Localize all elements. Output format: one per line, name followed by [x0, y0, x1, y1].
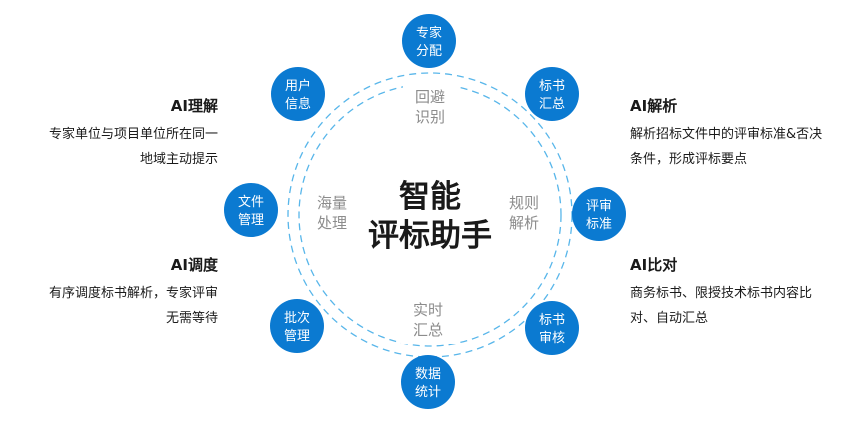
node-bid-audit[interactable]: 标书 审核 [525, 301, 579, 355]
block-desc-line: 无需等待 [165, 311, 218, 326]
svg-text:批次: 批次 [284, 310, 310, 326]
node-batch-management[interactable]: 批次 管理 [270, 299, 324, 353]
svg-text:处理: 处理 [317, 214, 347, 232]
block-title: AI调度 [170, 256, 218, 274]
block-ai-scheduling: AI调度 有序调度标书解析，专家评审 无需等待 [0, 255, 218, 331]
svg-text:标书: 标书 [539, 79, 565, 94]
block-title: AI比对 [630, 256, 678, 274]
svg-text:专家: 专家 [416, 25, 442, 41]
block-desc-line: 条件，形成评标要点 [630, 152, 748, 167]
svg-text:解析: 解析 [509, 214, 539, 232]
ring-label-avoidance: 回避 识别 [415, 88, 445, 126]
svg-text:实时: 实时 [413, 301, 443, 319]
block-desc-line: 对、自动汇总 [630, 311, 709, 326]
block-title: AI理解 [170, 97, 218, 115]
svg-text:识别: 识别 [415, 108, 445, 126]
svg-text:回避: 回避 [415, 88, 445, 106]
svg-text:规则: 规则 [509, 194, 539, 212]
svg-text:信息: 信息 [285, 96, 311, 112]
node-file-management[interactable]: 文件 管理 [224, 183, 278, 237]
block-desc-line: 地域主动提示 [139, 152, 218, 167]
svg-text:管理: 管理 [238, 213, 264, 228]
svg-text:数据: 数据 [415, 367, 441, 382]
svg-text:文件: 文件 [238, 195, 264, 210]
svg-text:用户: 用户 [285, 78, 311, 94]
svg-text:统计: 统计 [415, 385, 441, 400]
node-user-info[interactable]: 用户 信息 [271, 67, 325, 121]
svg-text:汇总: 汇总 [413, 321, 443, 339]
svg-text:审核: 审核 [539, 331, 565, 346]
svg-text:评审: 评审 [586, 199, 612, 214]
block-desc-line: 专家单位与项目单位所在同一 [48, 127, 218, 142]
node-review-standard[interactable]: 评审 标准 [572, 187, 626, 241]
block-desc-line: 解析招标文件中的评审标准&否决 [630, 127, 823, 142]
block-desc-line: 有序调度标书解析，专家评审 [48, 286, 218, 301]
svg-text:智能: 智能 [399, 179, 461, 215]
ring-label-mass-processing: 海量 处理 [317, 194, 347, 232]
block-ai-parsing: AI解析 解析招标文件中的评审标准&否决 条件，形成评标要点 [630, 96, 862, 172]
node-data-statistics[interactable]: 数据 统计 [401, 355, 455, 409]
svg-text:海量: 海量 [317, 194, 347, 212]
svg-text:管理: 管理 [284, 329, 310, 344]
svg-text:分配: 分配 [416, 44, 442, 59]
ring-label-realtime-summary: 实时 汇总 [413, 301, 443, 339]
block-desc-line: 商务标书、限授技术标书内容比 [630, 286, 813, 301]
svg-text:标书: 标书 [539, 313, 565, 328]
ring-label-rule-parse: 规则 解析 [509, 194, 539, 232]
center-title: 智能 评标助手 [368, 179, 492, 254]
node-bid-summary[interactable]: 标书 汇总 [525, 67, 579, 121]
block-ai-understanding: AI理解 专家单位与项目单位所在同一 地域主动提示 [0, 96, 218, 172]
svg-text:评标助手: 评标助手 [368, 218, 492, 254]
block-ai-comparison: AI比对 商务标书、限授技术标书内容比 对、自动汇总 [630, 255, 862, 331]
node-expert-allocation[interactable]: 专家 分配 [402, 14, 456, 68]
svg-text:汇总: 汇总 [539, 97, 565, 112]
block-title: AI解析 [630, 97, 678, 115]
svg-text:标准: 标准 [586, 217, 612, 232]
